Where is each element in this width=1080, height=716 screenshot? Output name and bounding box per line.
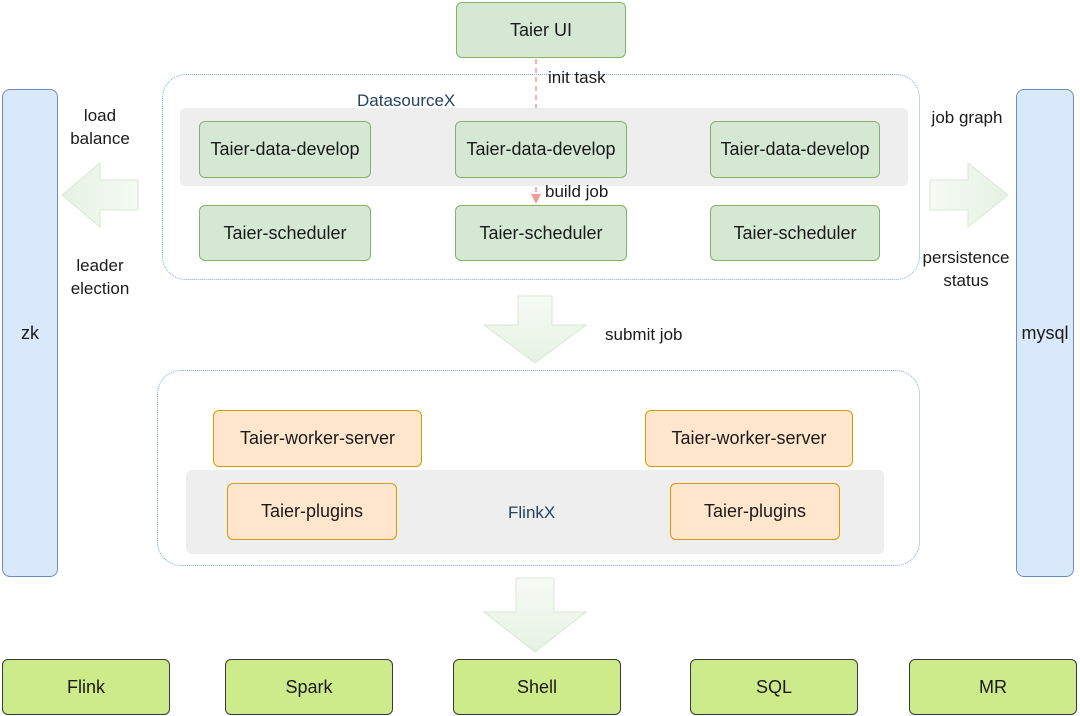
data-develop-label: Taier-data-develop xyxy=(210,139,360,159)
job-graph-label: job graph xyxy=(931,108,1003,127)
taier-ui-node: Taier UI xyxy=(456,2,626,58)
load-balance-line-2: balance xyxy=(70,129,130,148)
data-develop-node: Taier-data-develop xyxy=(455,121,627,178)
worker-server-node: Taier-worker-server xyxy=(645,410,853,467)
datasource-group-label: DatasourceX xyxy=(357,91,456,110)
mysql-label: mysql xyxy=(1021,322,1069,343)
engine-label: Shell xyxy=(516,676,558,697)
scheduler-node: Taier-scheduler xyxy=(455,205,627,261)
scheduler-node: Taier-scheduler xyxy=(710,205,880,261)
persistence-status-label: persistence status xyxy=(914,246,1018,292)
plugins-label: Taier-plugins xyxy=(260,501,364,521)
persistence-line-2: status xyxy=(943,271,989,290)
engine-label: Spark xyxy=(285,676,333,697)
zk-label: zk xyxy=(21,322,39,343)
engine-label: Flink xyxy=(66,676,105,697)
load-balance-arrow xyxy=(61,161,139,229)
scheduler-node: Taier-scheduler xyxy=(199,205,371,261)
mysql-node: mysql xyxy=(1016,89,1074,577)
build-job-label: build job xyxy=(545,182,609,201)
persistence-line-1: persistence xyxy=(922,248,1010,267)
plugins-node: Taier-plugins xyxy=(670,483,840,540)
worker-server-node: Taier-worker-server xyxy=(213,410,422,467)
engine-label: SQL xyxy=(755,676,793,697)
submit-job-arrow xyxy=(482,295,588,364)
zk-node: zk xyxy=(2,89,58,577)
data-develop-label: Taier-data-develop xyxy=(466,139,616,159)
plugins-label: Taier-plugins xyxy=(703,501,807,521)
engine-spark-node: Spark xyxy=(225,659,393,715)
submit-job-label: submit job xyxy=(605,325,683,344)
leader-election-line-2: election xyxy=(70,279,130,298)
data-develop-node: Taier-data-develop xyxy=(710,121,880,178)
data-develop-node: Taier-data-develop xyxy=(199,121,371,178)
scheduler-label: Taier-scheduler xyxy=(733,222,857,243)
engine-label: MR xyxy=(979,676,1007,697)
worker-server-label: Taier-worker-server xyxy=(671,428,827,448)
flinkx-group-label: FlinkX xyxy=(508,503,556,522)
engine-flink-node: Flink xyxy=(2,659,170,715)
engine-sql-node: SQL xyxy=(690,659,858,715)
init-task-label: init task xyxy=(548,68,606,87)
load-balance-label: load balance xyxy=(60,104,140,150)
engine-shell-node: Shell xyxy=(453,659,621,715)
flinkx-group xyxy=(157,370,920,566)
worker-server-label: Taier-worker-server xyxy=(239,428,396,448)
taier-ui-label: Taier UI xyxy=(509,19,572,40)
leader-election-label: leader election xyxy=(60,254,140,300)
datasource-group xyxy=(162,74,920,280)
data-develop-label: Taier-data-develop xyxy=(720,139,870,159)
plugins-node: Taier-plugins xyxy=(227,483,397,540)
engines-arrow xyxy=(482,577,588,653)
scheduler-label: Taier-scheduler xyxy=(223,222,347,243)
engine-mr-node: MR xyxy=(909,659,1077,715)
leader-election-line-1: leader xyxy=(76,256,124,275)
load-balance-line-1: load xyxy=(83,106,117,125)
job-graph-arrow xyxy=(929,161,1009,229)
scheduler-label: Taier-scheduler xyxy=(479,222,603,243)
